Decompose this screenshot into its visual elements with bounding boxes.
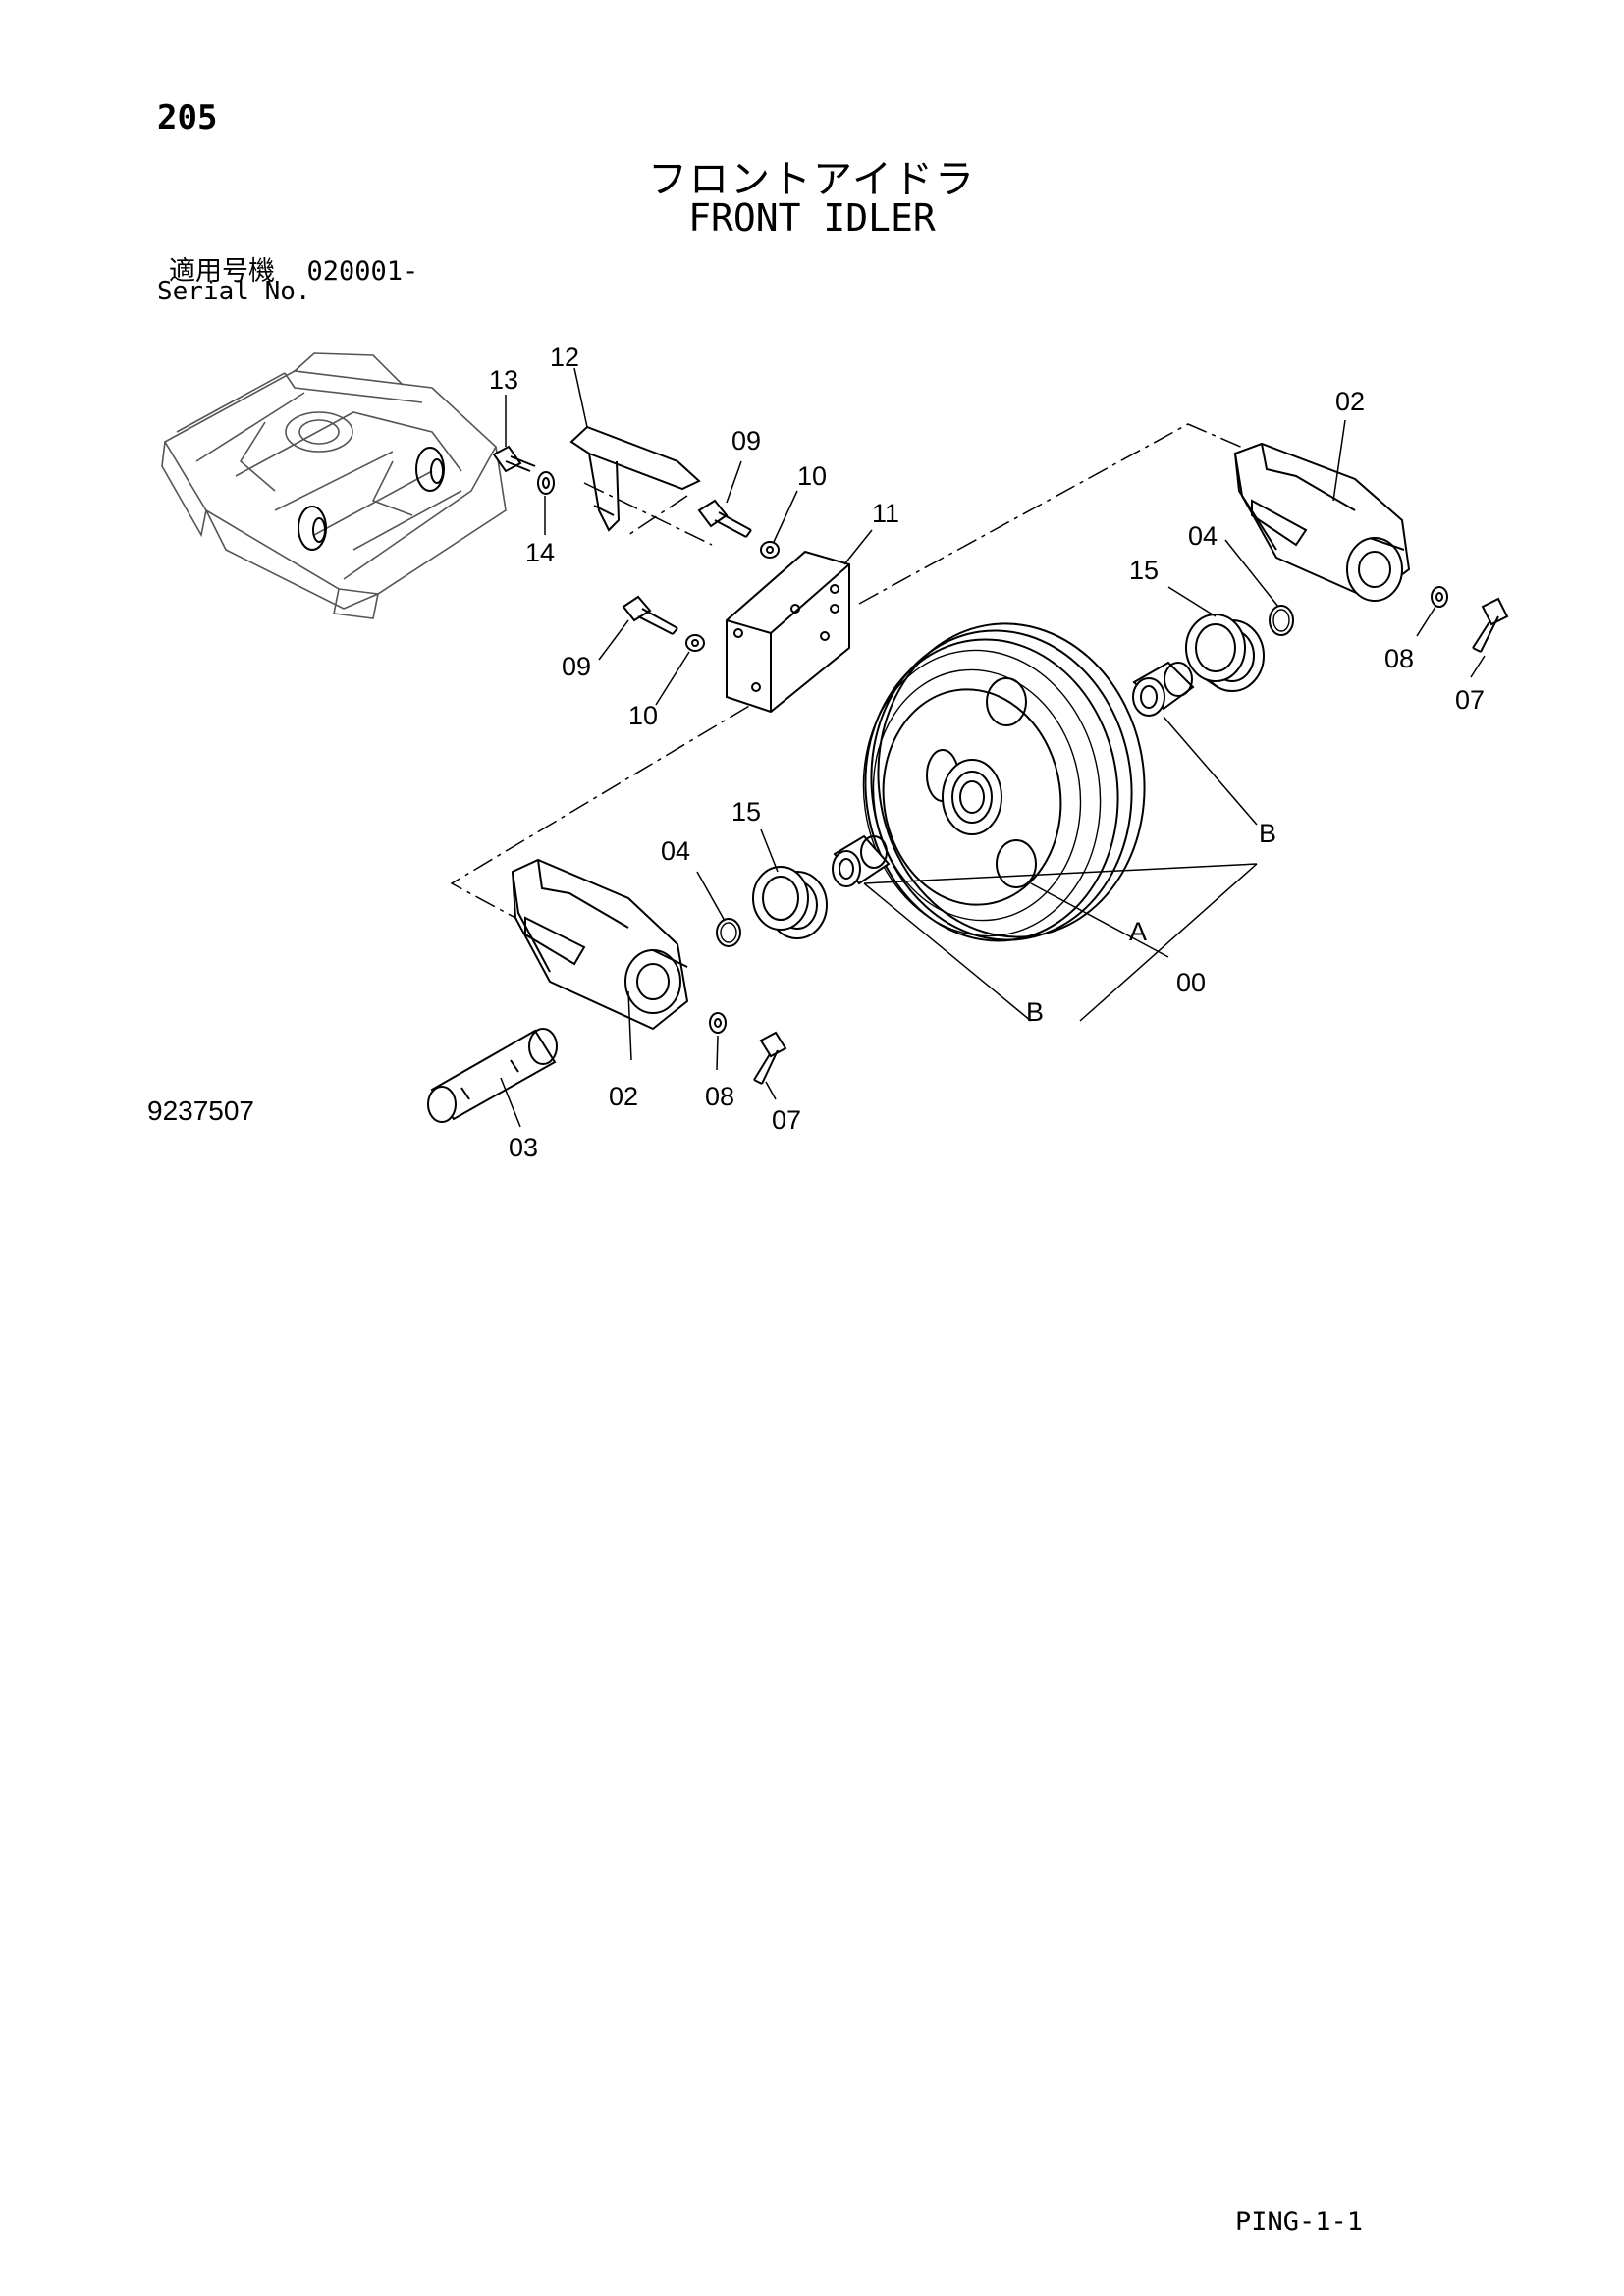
callout-02-bottom: 02 <box>609 1082 638 1111</box>
serial-value: 020001- <box>306 256 419 287</box>
callout-10-top: 10 <box>797 461 827 491</box>
part-02-bracket-bottom <box>511 858 689 1031</box>
part-13-bolt <box>492 445 536 473</box>
front-idler-exploded-diagram: 13 12 14 09 10 11 09 10 02 04 15 08 07 B… <box>161 343 1509 1162</box>
serial-label-jp: 適用号機 <box>169 256 275 287</box>
figure-number: 9237507 <box>147 1095 255 1126</box>
callout-08-bottom: 08 <box>705 1082 734 1111</box>
part-11-block <box>726 550 850 714</box>
part-15-seal-bottom <box>752 866 828 939</box>
part-04-oring-top <box>1269 605 1294 636</box>
callout-00: 00 <box>1176 968 1206 997</box>
callout-14: 14 <box>525 538 555 567</box>
track-frame-overview <box>161 352 507 619</box>
part-15-seal-top <box>1185 614 1265 692</box>
callout-15-top: 15 <box>1129 556 1159 585</box>
page-number: 205 <box>157 98 218 137</box>
part-08-washer-top <box>1431 586 1448 608</box>
part-07-bolt-top <box>1472 597 1509 653</box>
callout-10-bottom: 10 <box>628 701 658 730</box>
callout-09-top: 09 <box>731 426 761 455</box>
callout-03: 03 <box>509 1133 538 1162</box>
idler-mark-2 <box>298 506 327 551</box>
callout-04-bottom: 04 <box>661 836 690 866</box>
callout-07-top: 07 <box>1455 685 1485 715</box>
callout-13: 13 <box>489 365 518 395</box>
callout-07-bottom: 07 <box>772 1105 801 1135</box>
part-03-pin <box>427 1028 558 1123</box>
part-08-washer-bottom <box>709 1012 727 1034</box>
part-04-oring-bottom <box>716 918 741 947</box>
part-10-washer-top <box>760 541 780 559</box>
title-english: FRONT IDLER <box>688 196 936 240</box>
part-02-bracket-top <box>1233 442 1411 602</box>
idler-mark-1 <box>415 447 445 492</box>
callout-labels: 13 12 14 09 10 11 09 10 02 04 15 08 07 B… <box>489 343 1485 1162</box>
part-10-washer-bottom <box>685 634 705 652</box>
serial-label-en: Serial No. <box>157 277 311 306</box>
assembly-centerlines <box>450 423 1253 919</box>
callout-11: 11 <box>872 499 899 528</box>
bushing-bottom <box>832 834 891 887</box>
ref-b-bottom: B <box>1026 997 1044 1027</box>
callout-09-bottom: 09 <box>562 652 591 681</box>
callout-02-top: 02 <box>1335 387 1365 416</box>
ref-a: A <box>1129 917 1147 946</box>
serial-applicability: 適用号機 020001- <box>169 249 418 288</box>
bushing-top <box>1132 661 1195 717</box>
part-14-washer <box>537 471 555 495</box>
callout-15-bottom: 15 <box>731 797 761 827</box>
part-07-bolt-bottom <box>753 1031 787 1085</box>
ref-b-top: B <box>1259 819 1276 848</box>
leader-lines <box>500 367 1486 1128</box>
title-japanese: フロントアイドラ <box>648 157 976 202</box>
part-09-bolt-bottom <box>622 595 678 635</box>
part-00-idler-wheel <box>862 622 1146 942</box>
part-09-bolt-top <box>697 499 752 538</box>
callout-12: 12 <box>550 343 579 372</box>
callout-08-top: 08 <box>1384 644 1414 673</box>
callout-04-top: 04 <box>1188 521 1218 551</box>
footer-code: PING-1-1 <box>1235 2207 1364 2237</box>
part-12-guard <box>569 425 701 532</box>
